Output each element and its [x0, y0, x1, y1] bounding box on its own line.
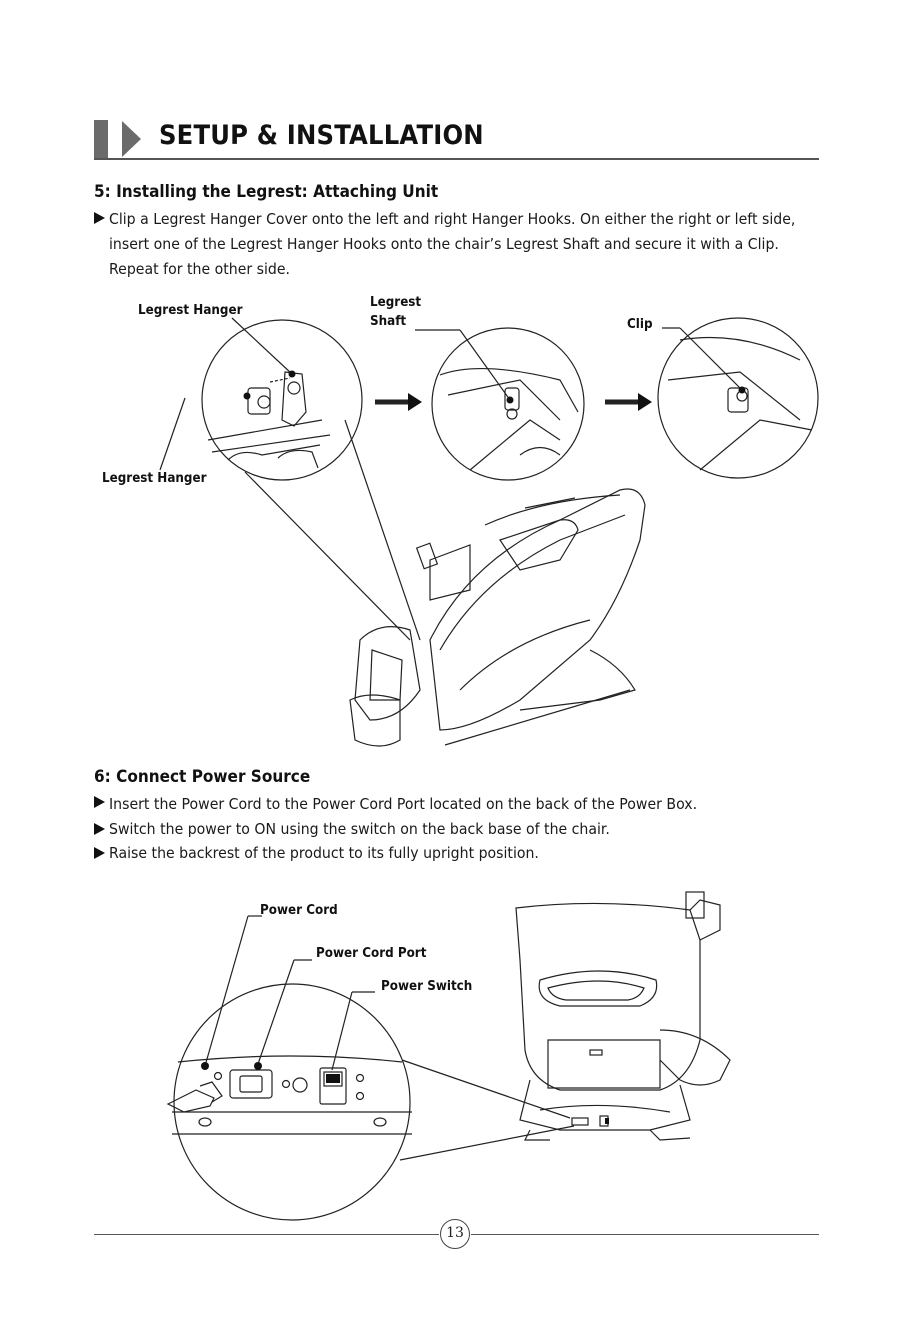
- header-bar-decoration: [94, 120, 108, 158]
- label-power-switch: Power Switch: [381, 979, 473, 994]
- page-title: SETUP & INSTALLATION: [159, 120, 484, 151]
- section5-text-line-3: Repeat for the other side.: [109, 260, 291, 278]
- header-rule: [94, 158, 819, 160]
- header-arrow-icon: [122, 121, 141, 157]
- label-legrest-hanger-top: Legrest Hanger: [138, 303, 243, 318]
- section6-bullet-1: Insert the Power Cord to the Power Cord …: [109, 795, 698, 813]
- section6-bullet-3: Raise the backrest of the product to its…: [109, 844, 539, 862]
- label-legrest-hanger-bottom: Legrest Hanger: [102, 471, 207, 486]
- bullet-icon: [94, 847, 105, 859]
- label-clip: Clip: [627, 317, 653, 332]
- bullet-icon: [94, 212, 105, 224]
- bullet-icon: [94, 796, 105, 808]
- label-legrest-shaft-line2: Shaft: [370, 314, 407, 329]
- footer-rule-left: [94, 1234, 439, 1235]
- label-power-cord: Power Cord: [260, 903, 338, 918]
- label-power-cord-port: Power Cord Port: [316, 946, 427, 961]
- section6-title: 6: Connect Power Source: [94, 767, 311, 787]
- label-legrest-shaft-line1: Legrest: [370, 295, 422, 310]
- section5-text-line-2: insert one of the Legrest Hanger Hooks o…: [109, 235, 779, 253]
- page-number: 13: [440, 1219, 470, 1249]
- section5-text-line-1: Clip a Legrest Hanger Cover onto the lef…: [109, 210, 796, 228]
- section6-bullet-2: Switch the power to ON using the switch …: [109, 820, 610, 838]
- section5-title: 5: Installing the Legrest: Attaching Uni…: [94, 182, 439, 202]
- bullet-icon: [94, 823, 105, 835]
- footer-rule-right: [471, 1234, 819, 1235]
